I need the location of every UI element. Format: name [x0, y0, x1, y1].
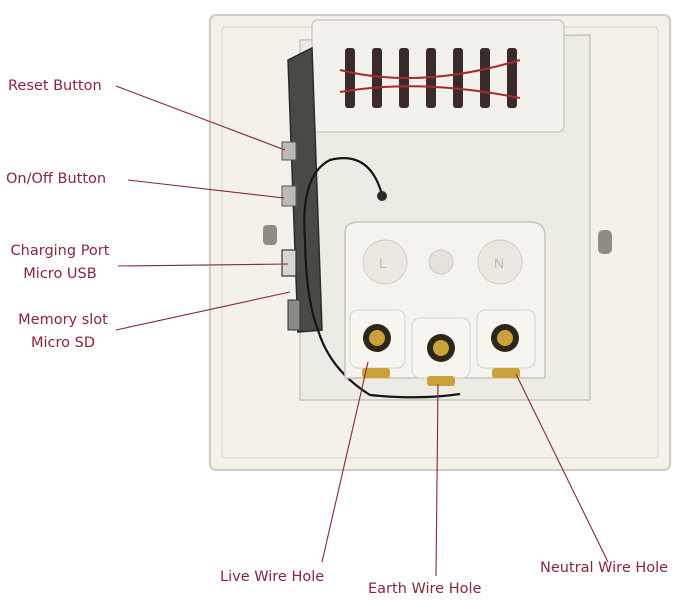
leader-onoff [127, 179, 285, 199]
neutral-wire-hole-label: Neutral Wire Hole [540, 560, 669, 576]
power-switch [281, 185, 297, 207]
reset-switch [281, 141, 297, 161]
live-mark: L [379, 255, 387, 271]
earth-wire-hole-label: Earth Wire Hole [368, 581, 482, 597]
vent-red-wires [339, 59, 521, 99]
sd-slot [287, 299, 301, 331]
leader-memory [115, 291, 291, 331]
charging-port-line1: Charging Port [10, 243, 110, 259]
leader-charging [117, 263, 289, 267]
neutral-mark: N [494, 255, 504, 271]
earth-boss [428, 249, 454, 275]
charging-port-line2: Micro USB [23, 266, 97, 282]
leader-earth [435, 383, 439, 577]
leader-lines [115, 85, 609, 577]
memory-slot-line2: Micro SD [30, 335, 95, 351]
plate-tab-right [598, 230, 612, 254]
neutral-boss [477, 239, 523, 285]
black-wire [303, 157, 461, 399]
leader-neutral [515, 373, 609, 563]
on-off-button-label: On/Off Button [6, 171, 107, 187]
live-boss [362, 239, 408, 285]
wire-entry [377, 191, 387, 201]
vent-slots [345, 48, 517, 108]
leader-reset [115, 85, 286, 151]
leader-live [321, 361, 369, 563]
live-terminal [349, 309, 406, 378]
memory-slot-line1: Memory slot [18, 312, 108, 328]
live-wire-hole-label: Live Wire Hole [220, 569, 325, 585]
reset-button-label: Reset Button [8, 78, 102, 94]
memory-slot-label: Memory slot Micro SD [4, 310, 122, 353]
neutral-terminal [476, 309, 536, 378]
earth-terminal [411, 317, 471, 386]
usb-port [281, 249, 297, 277]
plate-tab-left [263, 225, 277, 245]
charging-port-label: Charging Port Micro USB [2, 241, 118, 284]
